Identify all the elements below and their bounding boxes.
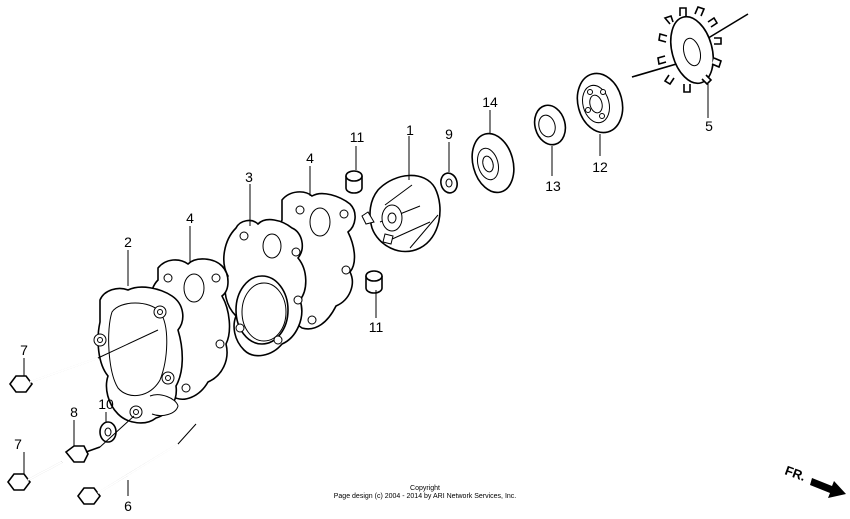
callout-14: 14 bbox=[482, 94, 498, 110]
dowel-pin-11-upper-part[interactable] bbox=[345, 170, 363, 194]
impeller-part[interactable] bbox=[361, 174, 441, 253]
dowel-pin-11-lower-part[interactable] bbox=[365, 270, 383, 294]
callout-2: 2 bbox=[124, 234, 132, 250]
gear-teeth-icon bbox=[657, 6, 722, 93]
bolt-7-upper-part[interactable] bbox=[9, 357, 99, 393]
callout-8: 8 bbox=[70, 404, 78, 420]
callout-6: 6 bbox=[124, 498, 132, 514]
bolt-6-part[interactable] bbox=[77, 443, 179, 505]
callout-11-lower: 11 bbox=[369, 319, 384, 335]
leader-lines bbox=[23, 84, 709, 496]
pump-shaft-gear-part[interactable] bbox=[631, 6, 749, 93]
drain-bolt-8-part[interactable] bbox=[64, 445, 101, 463]
callout-12: 12 bbox=[592, 159, 608, 175]
front-direction-indicator: FR. bbox=[783, 463, 846, 498]
callout-4-left: 4 bbox=[186, 210, 194, 226]
callout-5: 5 bbox=[705, 118, 713, 134]
bolt-7-lower-part[interactable] bbox=[7, 461, 63, 491]
front-direction-label: FR. bbox=[783, 463, 808, 484]
callout-10: 10 bbox=[98, 396, 114, 412]
callout-4-right: 4 bbox=[306, 150, 314, 166]
callout-13: 13 bbox=[545, 178, 561, 194]
washer-9-part[interactable] bbox=[439, 171, 460, 194]
callout-9: 9 bbox=[445, 126, 453, 142]
copyright-label: Copyright bbox=[410, 485, 440, 492]
oil-seal-13-part[interactable] bbox=[530, 102, 569, 148]
pump-housing-2-part[interactable] bbox=[93, 286, 184, 424]
callout-7-lower: 7 bbox=[14, 436, 22, 452]
mechanical-seal-14-part[interactable] bbox=[466, 129, 520, 197]
pump-cover-3-part[interactable] bbox=[223, 218, 307, 357]
bearing-12-part[interactable] bbox=[571, 68, 629, 137]
callout-3: 3 bbox=[245, 169, 253, 185]
arrow-right-icon bbox=[810, 478, 846, 498]
callout-11-upper: 11 bbox=[350, 129, 365, 145]
callout-7-upper: 7 bbox=[20, 342, 28, 358]
copyright-notice: Page design (c) 2004 - 2014 by ARI Netwo… bbox=[334, 493, 517, 500]
callout-1: 1 bbox=[406, 122, 414, 138]
washer-10-part[interactable] bbox=[99, 421, 117, 443]
